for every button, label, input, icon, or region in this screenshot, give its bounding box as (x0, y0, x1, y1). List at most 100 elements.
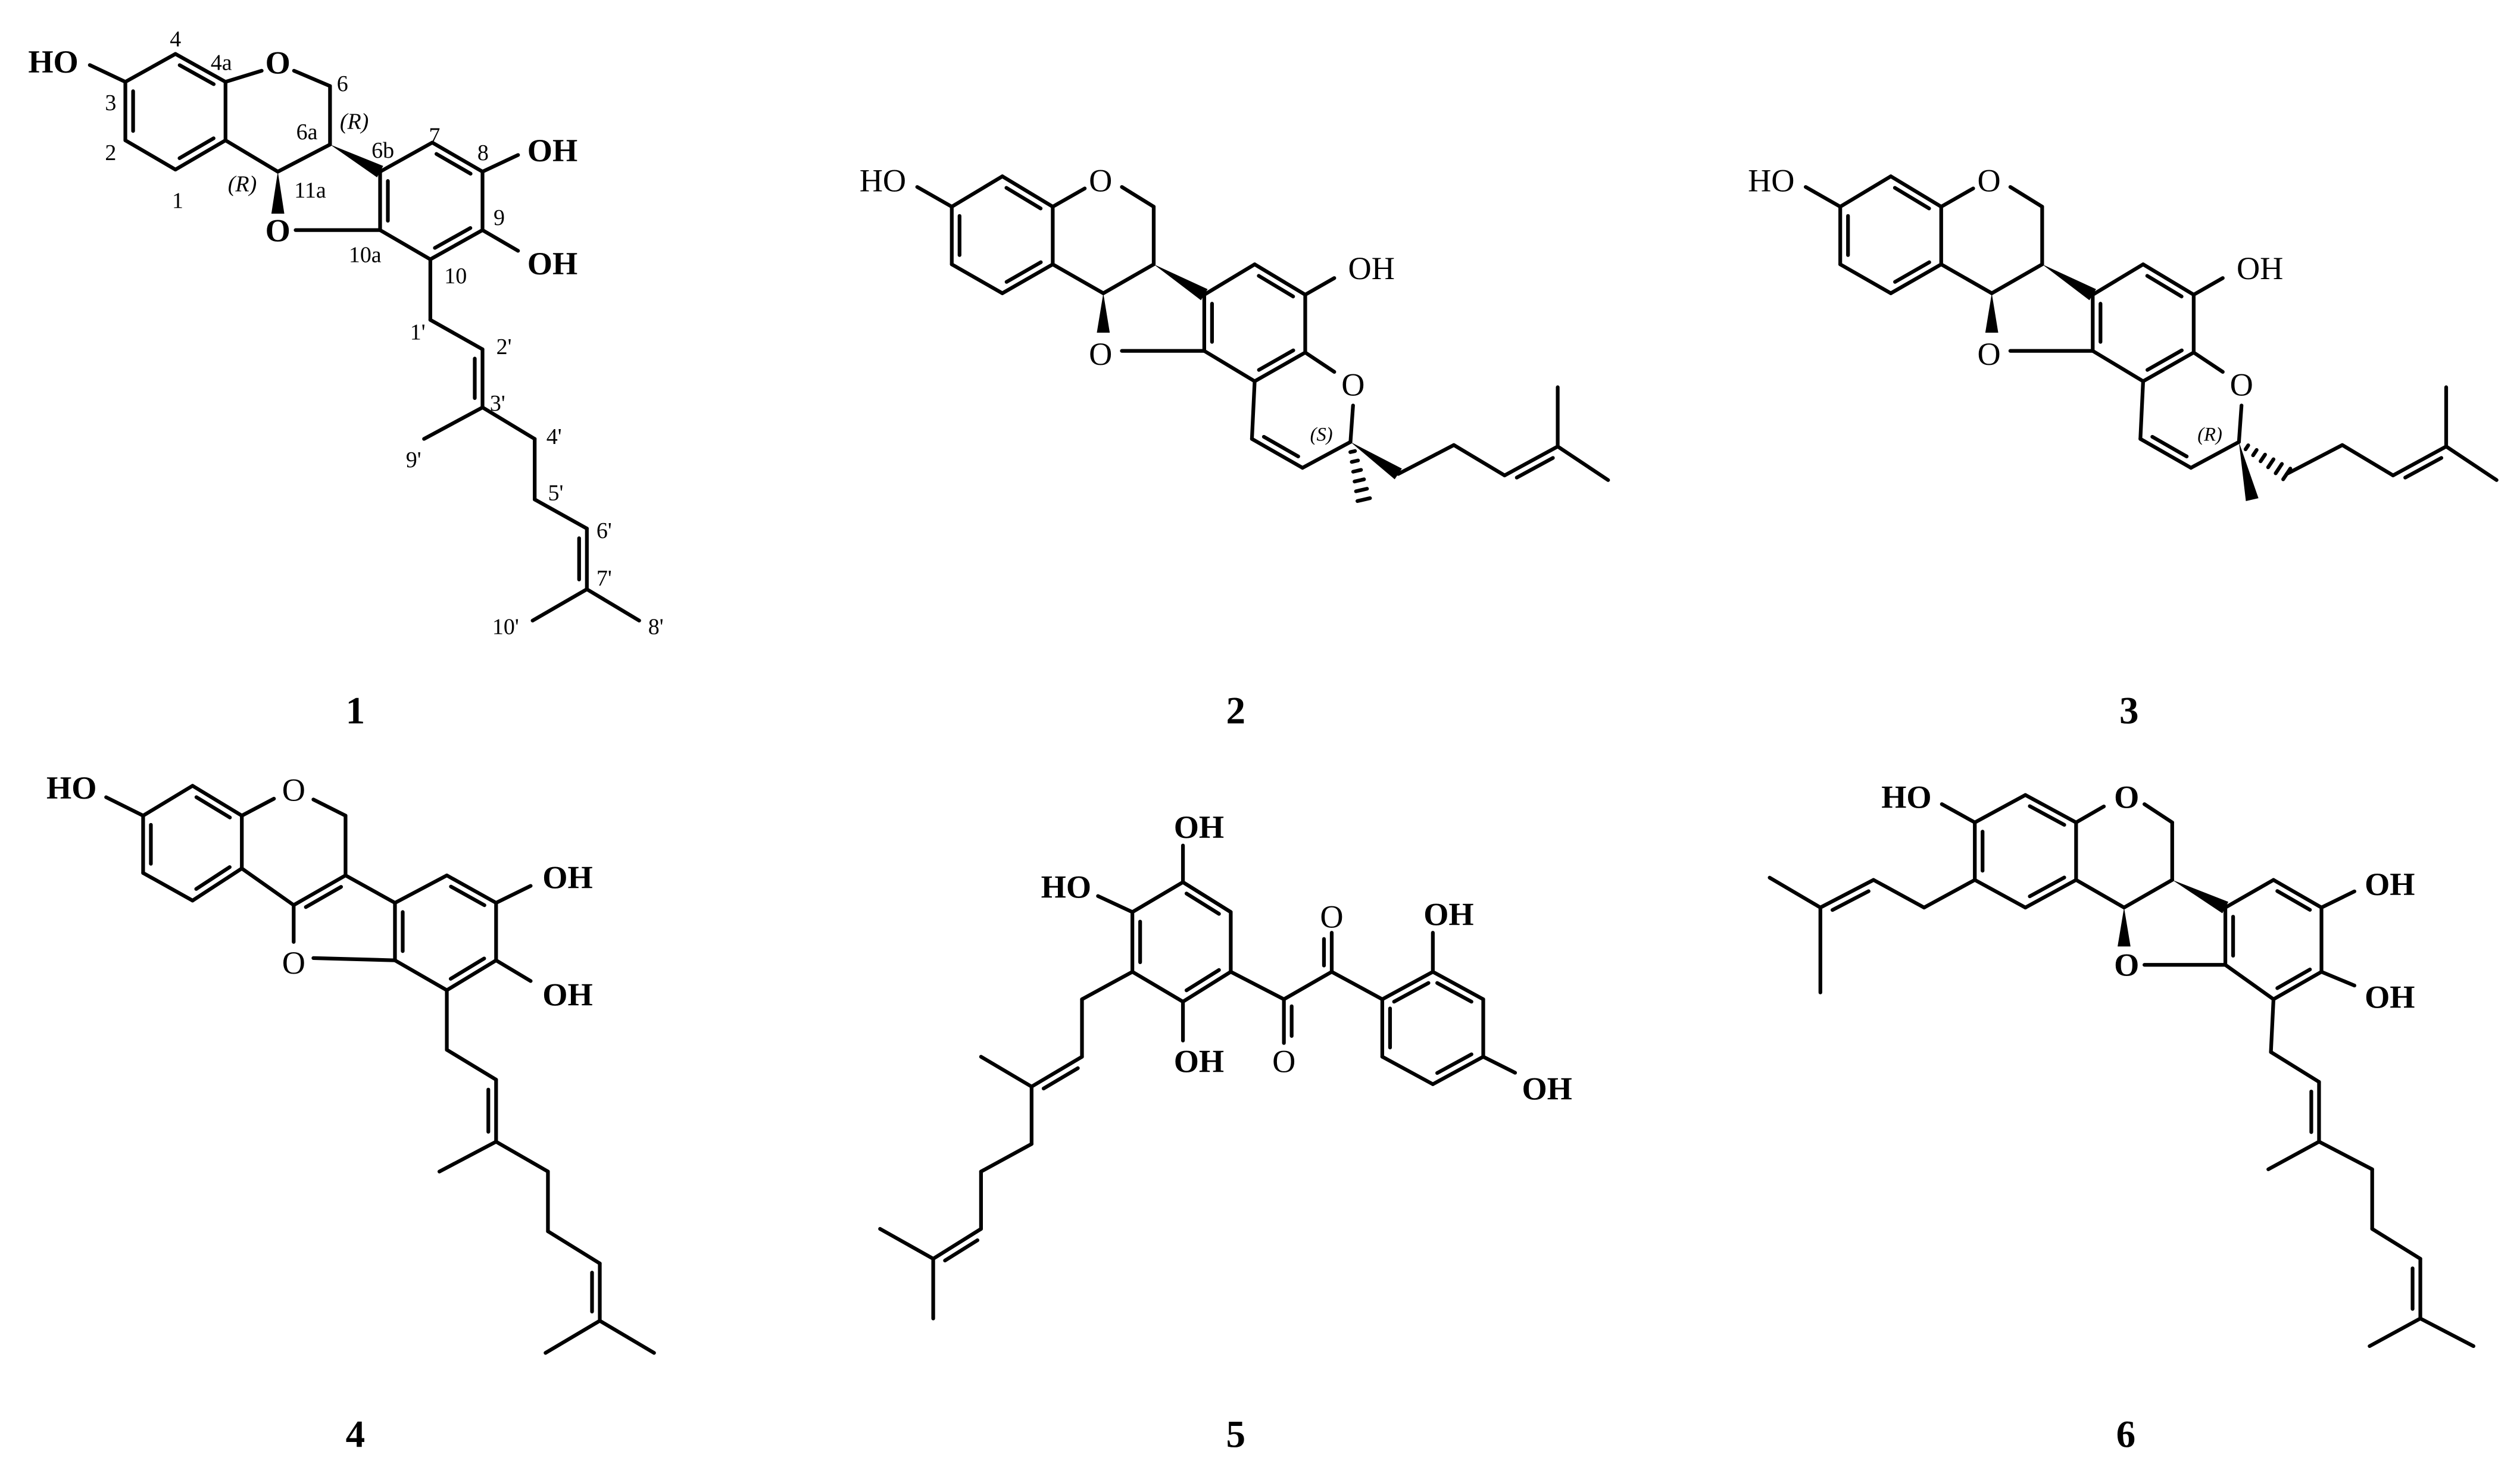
hydroxyl-label: OH (2365, 979, 2415, 1015)
double-bond (292, 873, 348, 908)
double-bond-inner (2028, 875, 2066, 899)
single-bond (1940, 802, 1977, 825)
locant-c1: 1 (172, 188, 183, 213)
single-bond (2340, 443, 2395, 477)
double-bond-inner (1184, 891, 1221, 916)
single-bond (141, 871, 195, 903)
furan-oxygen-label: O (1089, 336, 1112, 372)
single-bond (141, 784, 195, 818)
double-bond-inner (1004, 260, 1043, 284)
single-bond (1282, 969, 1334, 1002)
single-bond (2008, 185, 2044, 209)
double-bond (1380, 969, 1435, 1002)
single-bond (393, 873, 449, 905)
single-bond (1871, 878, 1926, 910)
ring-oxygen-label: O (266, 45, 291, 80)
hash-bond-dash (2251, 448, 2259, 458)
double-bond-inner (448, 956, 486, 981)
hydroxyl-label: OH (1348, 251, 1395, 286)
single-bond (240, 866, 296, 908)
double-bond (430, 140, 485, 174)
locant-c4a: 4a (211, 50, 232, 75)
single-bond (2269, 1050, 2321, 1084)
bonds-layer (88, 52, 2499, 1355)
single-bond (1250, 379, 1257, 441)
single-bond (2319, 889, 2356, 910)
single-bond (1838, 174, 1893, 209)
wedge-bond (1097, 293, 1110, 333)
single-bond (276, 142, 332, 174)
single-bond (1838, 262, 1893, 295)
single-bond (585, 587, 641, 622)
double-bond-inner (449, 884, 486, 908)
single-bond (2191, 351, 2225, 374)
single-bond (546, 1229, 602, 1266)
furan-oxygen-label: O (2114, 947, 2139, 983)
single-bond (2074, 878, 2126, 910)
locant-c5p: 5' (548, 480, 564, 505)
single-bond (311, 797, 348, 818)
carbonyl-oxygen-label: O (1320, 899, 1343, 934)
single-bond (1396, 443, 1456, 476)
compound-number-3: 3 (2119, 690, 2139, 733)
double-bond (2391, 445, 2449, 477)
single-bond (123, 52, 177, 84)
double-bond-inner (1041, 1066, 1080, 1091)
single-bond (494, 1140, 550, 1174)
single-bond (445, 1047, 498, 1082)
single-bond (437, 1140, 498, 1174)
wedge-bond (2042, 264, 2096, 301)
single-bond (2191, 276, 2225, 297)
double-bond-inner (1435, 981, 1473, 1004)
single-bond (2418, 1316, 2475, 1349)
hydroxyl-label: OH (1522, 1071, 1572, 1107)
wedge-bond (2172, 880, 2229, 914)
double-bond (428, 228, 485, 261)
double-bond-inner (2150, 434, 2189, 459)
pyran-oxygen-label: O (2230, 367, 2253, 403)
single-bond (1973, 793, 2028, 825)
single-bond (1380, 1055, 1435, 1086)
single-bond (378, 140, 435, 174)
single-bond (428, 318, 485, 352)
single-bond (979, 1055, 1033, 1088)
double-bond (2271, 878, 2324, 910)
wedge-bond (1985, 293, 1998, 333)
single-bond (494, 884, 533, 905)
single-bond (1202, 349, 1257, 383)
locant-c9p: 9' (406, 448, 421, 473)
double-bond-inner (177, 63, 216, 86)
carbonyl-oxygen-label: O (1272, 1044, 1295, 1080)
single-bond (2269, 997, 2276, 1054)
single-bond (1131, 880, 1185, 914)
double-bond-inner (1184, 968, 1221, 993)
locant-c10a: 10a (349, 243, 382, 268)
double-bond (1253, 351, 1307, 383)
double-bond (1888, 262, 1943, 295)
stereo-descriptor: (R) (228, 172, 257, 197)
locant-c11a: 11a (294, 178, 326, 203)
hash-bond-dash (2274, 462, 2284, 476)
hydroxyl-label: OH (542, 860, 592, 896)
double-bond (2024, 878, 2078, 910)
double-bond-inner (943, 1238, 980, 1263)
furan-oxygen-label: O (282, 945, 305, 981)
single-bond (88, 63, 127, 84)
locant-c2p: 2' (496, 334, 512, 359)
single-bond (2074, 804, 2106, 825)
single-bond (1051, 186, 1087, 209)
single-bond (1096, 894, 1135, 914)
double-bond (191, 784, 244, 818)
double-bond-inner (433, 226, 473, 250)
single-bond (344, 873, 397, 905)
hydroxyl-label: OH (1174, 809, 1224, 845)
double-bond-inner (2275, 967, 2312, 990)
single-bond (223, 138, 280, 174)
single-bond (2138, 379, 2146, 441)
hydroxyl-label: HO (28, 44, 78, 80)
hydroxyl-label: OH (2237, 251, 2283, 286)
double-bond-inner (2275, 889, 2312, 912)
locant-c3: 3 (105, 90, 116, 115)
hydroxyl-label: OH (1174, 1044, 1224, 1080)
